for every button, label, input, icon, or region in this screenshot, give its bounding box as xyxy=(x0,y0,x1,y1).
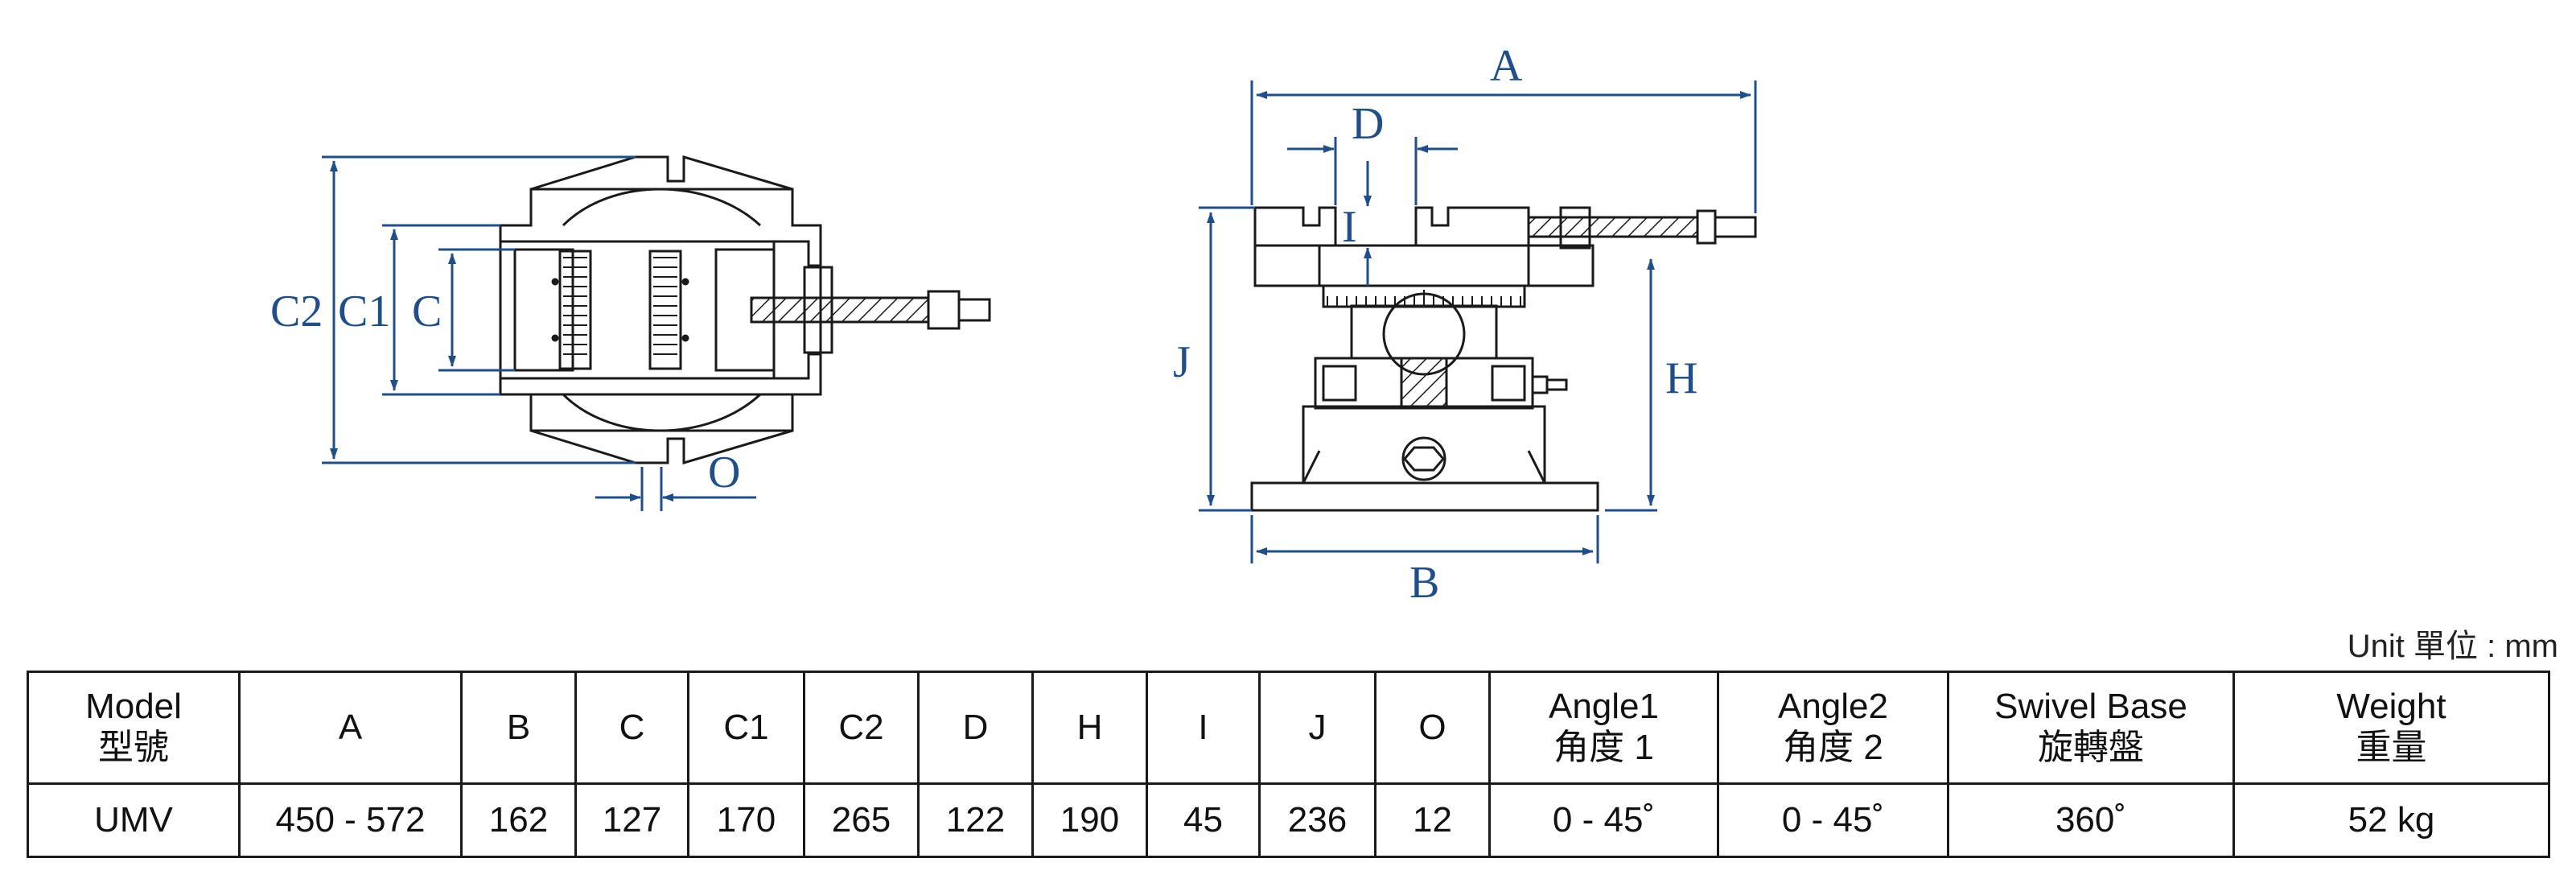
top-view xyxy=(499,155,991,465)
cell-angle2: 0 - 45˚ xyxy=(1717,782,1949,858)
dim-label-b: B xyxy=(1409,558,1439,608)
dim-label-c: C xyxy=(412,287,442,336)
cell-c1: 170 xyxy=(687,782,805,858)
header-h: H xyxy=(1031,671,1148,785)
cell-weight: 52 kg xyxy=(2232,782,2550,858)
unit-label: Unit 單位 : mm xyxy=(2347,629,2558,664)
header-o: O xyxy=(1374,671,1491,785)
table-row: UMV 450 - 572 162 127 170 265 122 190 45… xyxy=(27,782,2550,858)
header-c1: C1 xyxy=(687,671,805,785)
side-view xyxy=(1250,206,1757,512)
dim-label-c2: C2 xyxy=(270,287,323,336)
cell-h: 190 xyxy=(1031,782,1148,858)
cell-o: 12 xyxy=(1374,782,1491,858)
header-c: C xyxy=(574,671,689,785)
cell-swivel-base: 360˚ xyxy=(1947,782,2235,858)
cell-angle1: 0 - 45˚ xyxy=(1488,782,1719,858)
cell-c: 127 xyxy=(574,782,689,858)
dim-label-a: A xyxy=(1490,41,1523,91)
dim-label-i: I xyxy=(1342,202,1357,252)
dim-label-d: D xyxy=(1352,99,1384,149)
cell-c2: 265 xyxy=(803,782,920,858)
cell-d: 122 xyxy=(917,782,1034,858)
cell-a: 450 - 572 xyxy=(238,782,463,858)
header-b: B xyxy=(460,671,577,785)
cell-model: UMV xyxy=(27,782,241,858)
header-a: A xyxy=(238,671,463,785)
dim-label-o: O xyxy=(708,448,740,497)
cell-b: 162 xyxy=(460,782,577,858)
side-view-dimensions xyxy=(1199,80,1757,563)
top-view-dimensions xyxy=(322,155,756,511)
header-j: J xyxy=(1258,671,1376,785)
header-d: D xyxy=(917,671,1034,785)
cell-i: 45 xyxy=(1146,782,1261,858)
cell-j: 236 xyxy=(1258,782,1376,858)
dim-label-h: H xyxy=(1665,353,1697,403)
dim-label-j: J xyxy=(1173,337,1191,387)
technical-drawing: C2 C1 C O xyxy=(270,41,1757,608)
dim-label-c1: C1 xyxy=(338,287,390,336)
header-i: I xyxy=(1146,671,1261,785)
header-c2: C2 xyxy=(803,671,920,785)
